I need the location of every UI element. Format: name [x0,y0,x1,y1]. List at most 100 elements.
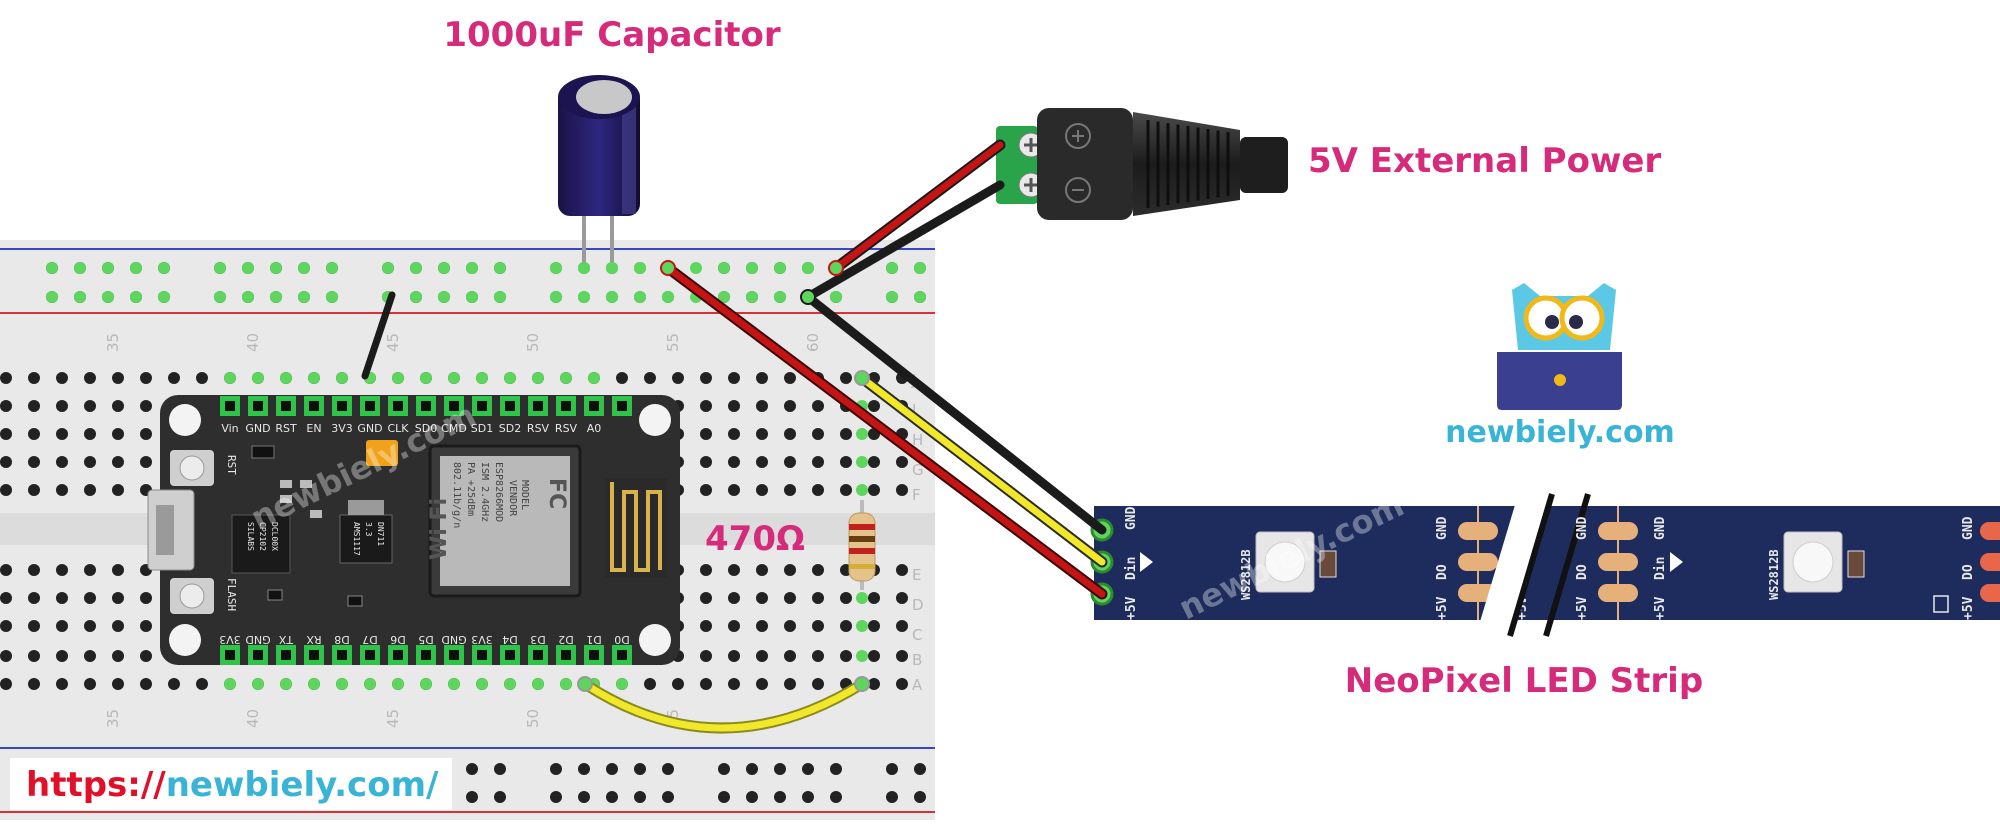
brand-name: newbiely.com [1445,415,1675,450]
breadboard-hole-active [420,678,432,690]
strip-pad-label: +5V [1653,596,1668,620]
breadboard-hole [728,678,740,690]
breadboard-hole [774,791,786,803]
breadboard-hole [84,400,96,412]
breadboard-hole-active [494,262,506,274]
mount-hole [169,624,201,656]
breadboard-hole [578,763,590,775]
breadboard-hole [84,428,96,440]
row-letter: E [912,566,921,584]
site-url[interactable]: https://newbiely.com/ [26,765,439,805]
url-prefix: https:// [26,765,166,805]
breadboard-hole [112,484,124,496]
laptop-logo [1554,374,1566,386]
pin-label: D3 [530,633,545,646]
break-line [1507,493,1555,637]
breadboard-hole [840,372,852,384]
breadboard-hole [606,791,618,803]
breadboard-hole-active [504,372,516,384]
breadboard-hole [756,428,768,440]
breadboard-hole [140,592,152,604]
strip-pad-label: DO [1575,564,1590,580]
breadboard-hole [140,372,152,384]
breadboard-hole-active [252,372,264,384]
breadboard-hole [868,456,880,468]
breadboard-hole-active [532,372,544,384]
pin-label: CLK [387,422,409,435]
pin [449,401,459,411]
breadboard-hole [756,678,768,690]
breadboard-hole [0,620,12,632]
breadboard-hole [494,791,506,803]
breadboard-hole [830,763,842,775]
breadboard-hole [616,372,628,384]
breadboard-hole [550,763,562,775]
breadboard-hole-active [856,592,868,604]
strip-pad-label: DO [1961,564,1976,580]
breadboard-hole [112,592,124,604]
breadboard-hole [0,564,12,576]
pin [393,401,403,411]
pin [281,401,291,411]
pin-label: SD2 [499,422,521,435]
pin [561,401,571,411]
breadboard-hole-active [158,291,170,303]
pin [365,650,375,660]
breadboard-hole-active [634,262,646,274]
capacitor-1000uf [558,75,640,270]
capacitor-body [558,88,640,216]
column-number: 55 [664,333,682,352]
breadboard-hole [56,592,68,604]
mount-hole [639,624,671,656]
breadboard-hole-active [420,372,432,384]
breadboard-hole [812,650,824,662]
wire-power-negative [803,180,1005,302]
wire-end [854,370,870,386]
fc-logo: FC [544,478,569,509]
wire-end [660,260,676,276]
column-number: 60 [804,333,822,352]
wifi-logo: Wi Fi [427,498,452,560]
pin [421,401,431,411]
breadboard-hole [896,592,908,604]
pin [393,650,403,660]
strip-pad-label: +5V [1435,596,1450,620]
breadboard-hole [784,678,796,690]
breadboard-hole-active [774,291,786,303]
wire-strip-data [858,374,1106,566]
resistor-label: 470Ω [705,519,805,559]
breadboard-hole [140,400,152,412]
breadboard-hole [728,428,740,440]
row-letter: D [912,596,924,614]
breadboard-hole [84,456,96,468]
pin [421,650,431,660]
pin [533,401,543,411]
breadboard-hole-active [914,291,926,303]
breadboard-hole-active [46,291,58,303]
breadboard-hole [140,678,152,690]
breadboard-hole [812,592,824,604]
breadboard-hole [56,484,68,496]
breadboard-hole [868,592,880,604]
resistor-band [849,524,875,530]
plus-sign [1072,130,1084,142]
plus-marking [1065,123,1091,149]
pin-label: GND [245,422,270,435]
breadboard-hole [140,620,152,632]
smd-component [310,510,322,518]
breadboard-hole [168,372,180,384]
breadboard-hole-active [214,262,226,274]
breadboard-hole-active [410,291,422,303]
breadboard-hole [868,484,880,496]
breadboard-hole [112,428,124,440]
breadboard-hole [802,791,814,803]
breadboard-hole [112,564,124,576]
breadboard-hole [718,791,730,803]
strip-pad-label: +5V [1575,596,1590,620]
breadboard-hole [0,484,12,496]
breadboard-hole-active [550,262,562,274]
pin-label: 3V3 [471,633,493,646]
led-chip-label: WS2812B [1767,549,1781,600]
breadboard-hole [812,456,824,468]
